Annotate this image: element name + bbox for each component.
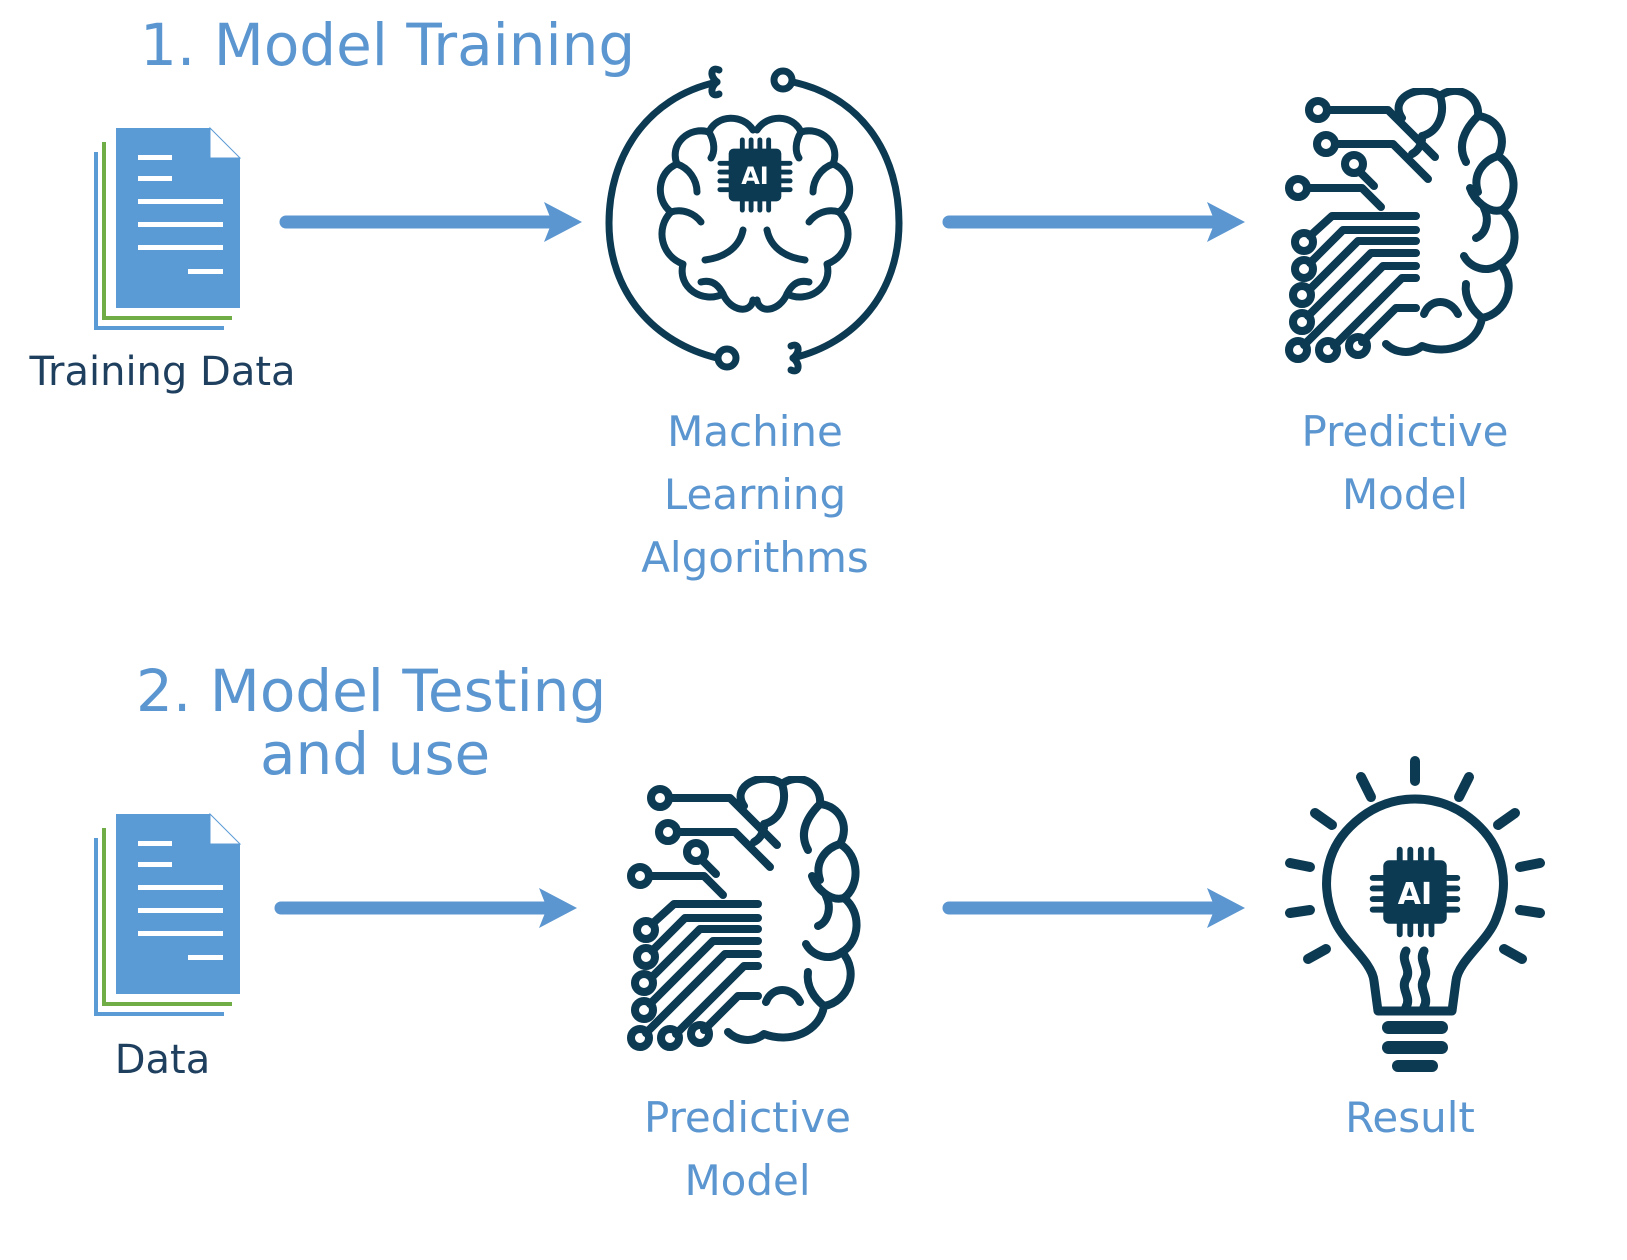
machine-learning-label: Machine Learning Algorithms: [600, 400, 910, 589]
label-line: Model: [684, 1156, 811, 1205]
label-line: Learning: [663, 470, 847, 519]
result-label: Result: [1345, 1093, 1475, 1142]
document-stack-icon: [82, 122, 242, 342]
data-label: Data: [114, 1037, 211, 1083]
title-line: 2. Model Testing: [136, 657, 607, 725]
label-line: Predictive: [643, 1093, 852, 1142]
label-line: Model: [1341, 470, 1469, 519]
training-data-label: Training Data: [29, 349, 296, 395]
label-line: Algorithms: [641, 533, 869, 582]
label-line: Predictive: [1301, 407, 1509, 456]
predictive-model-label: Predictive Model: [1270, 400, 1540, 526]
arrow-right-icon: [274, 888, 577, 928]
arrow-right-icon: [942, 202, 1245, 242]
ai-brain-cycle-icon: AI: [605, 65, 903, 375]
chip-text: AI: [1398, 877, 1432, 912]
circuit-brain-icon: [1270, 88, 1530, 368]
title-line: and use: [260, 719, 491, 788]
chip-text: AI: [741, 162, 769, 190]
arrow-right-icon: [279, 202, 582, 242]
predictive-model-label: Predictive Model: [600, 1086, 895, 1212]
document-stack-icon: [82, 808, 242, 1028]
ai-lightbulb-icon: AI: [1285, 756, 1545, 1072]
section-title-model-training: 1. Model Training: [140, 11, 636, 79]
circuit-brain-icon: [612, 776, 872, 1056]
label-line: Machine: [667, 407, 843, 456]
section-title-model-testing: 2. Model Testing and use: [136, 660, 606, 785]
arrow-right-icon: [942, 888, 1245, 928]
